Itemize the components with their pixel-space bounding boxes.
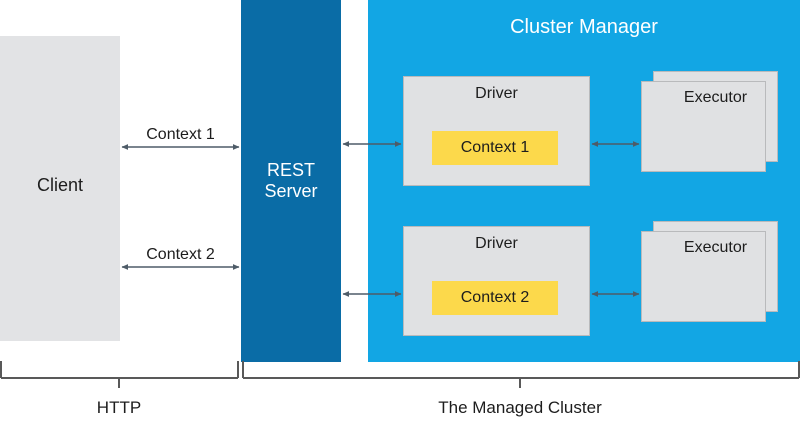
driver-label-1: Driver xyxy=(475,85,518,102)
rest-server-label: REST Server xyxy=(241,160,341,202)
connection-label-2: Context 2 xyxy=(146,246,215,263)
client-label: Client xyxy=(36,175,84,195)
executor-stack-1 xyxy=(641,71,778,172)
cluster-manager-title: Cluster Manager xyxy=(510,16,658,38)
rest-server-label-line1: REST xyxy=(266,160,315,180)
rest-server-label-line2: Server xyxy=(264,181,318,202)
executor-label-2: Executor xyxy=(683,239,748,256)
bottom-brackets xyxy=(0,361,800,388)
bracket-http xyxy=(0,361,239,388)
context-label-2: Context 2 xyxy=(460,289,530,306)
client-box xyxy=(0,36,120,341)
context-box-2 xyxy=(432,281,558,315)
executor-card-front-1 xyxy=(641,81,766,172)
driver-label-2: Driver xyxy=(475,235,518,252)
executor-card-front-2 xyxy=(641,231,766,322)
bracket-managed-cluster xyxy=(242,361,800,388)
executor-stack-2 xyxy=(641,221,778,322)
context-label-1: Context 1 xyxy=(460,139,530,156)
rest-server-zone xyxy=(241,0,341,362)
bracket-label-http: HTTP xyxy=(96,398,142,417)
executor-label-1: Executor xyxy=(683,89,748,106)
connection-label-1: Context 1 xyxy=(146,126,215,143)
context-box-1 xyxy=(432,131,558,165)
bracket-label-managed-cluster: The Managed Cluster xyxy=(438,398,602,417)
